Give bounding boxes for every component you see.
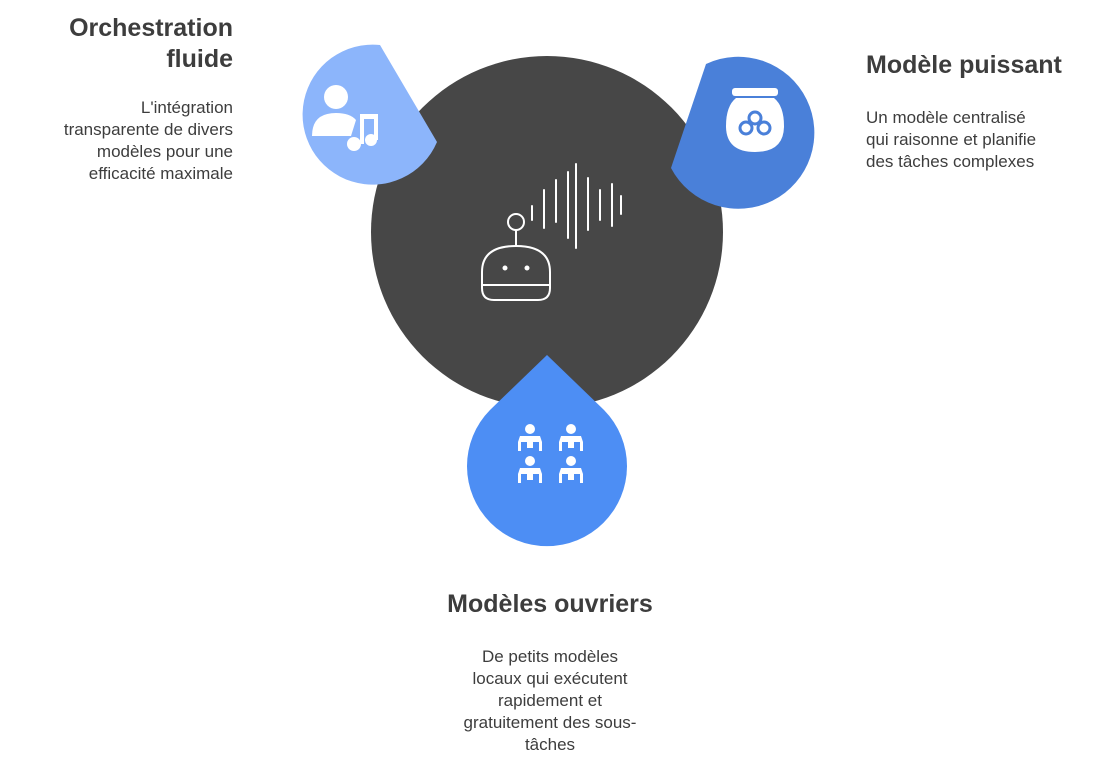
orchestration-desc-line: transparente de divers xyxy=(63,120,233,139)
workers-desc-line: gratuitement des sous- xyxy=(463,713,637,732)
orchestration-title: Orchestration fluide xyxy=(3,13,233,75)
orchestration-title-line: fluide xyxy=(166,45,233,73)
powerful-model-desc-line: des tâches complexes xyxy=(866,152,1035,171)
orchestration-title-line: Orchestration xyxy=(69,14,233,42)
workers-desc-line: locaux qui exécutent xyxy=(472,669,628,688)
workers-title: Modèles ouvriers xyxy=(380,589,720,620)
robot-with-soundwave-icon xyxy=(481,163,622,301)
powerful-model-desc-line: Un modèle centralisé xyxy=(866,108,1026,127)
workers-title-line: Modèles ouvriers xyxy=(447,590,653,618)
workers-desc-line: De petits modèles xyxy=(481,647,619,666)
workers-teardrop xyxy=(467,355,627,547)
workers-desc-line: rapidement et xyxy=(498,691,602,710)
honey-jar-icon xyxy=(726,88,784,152)
powerful-model-desc-line: qui raisonne et planifie xyxy=(866,130,1037,149)
orchestration-desc-line: efficacité maximale xyxy=(88,164,233,183)
orchestration-description: L'intégration transparente de divers mod… xyxy=(0,97,233,185)
workers-desc-line: tâches xyxy=(524,735,576,754)
four-robot-arms-icon xyxy=(518,424,583,483)
orchestration-desc-line: modèles pour une xyxy=(96,142,233,161)
central-circle xyxy=(371,56,723,408)
powerful-model-description: Un modèle centralisé qui raisonne et pla… xyxy=(866,107,1094,173)
workers-description: De petits modèles locaux qui exécutent r… xyxy=(410,646,690,756)
orchestration-desc-line: L'intégration xyxy=(140,98,233,117)
person-with-music-note-icon xyxy=(312,85,378,151)
powerful-model-title: Modèle puissant xyxy=(866,50,1094,81)
powerful-model-title-line: Modèle puissant xyxy=(866,51,1062,79)
